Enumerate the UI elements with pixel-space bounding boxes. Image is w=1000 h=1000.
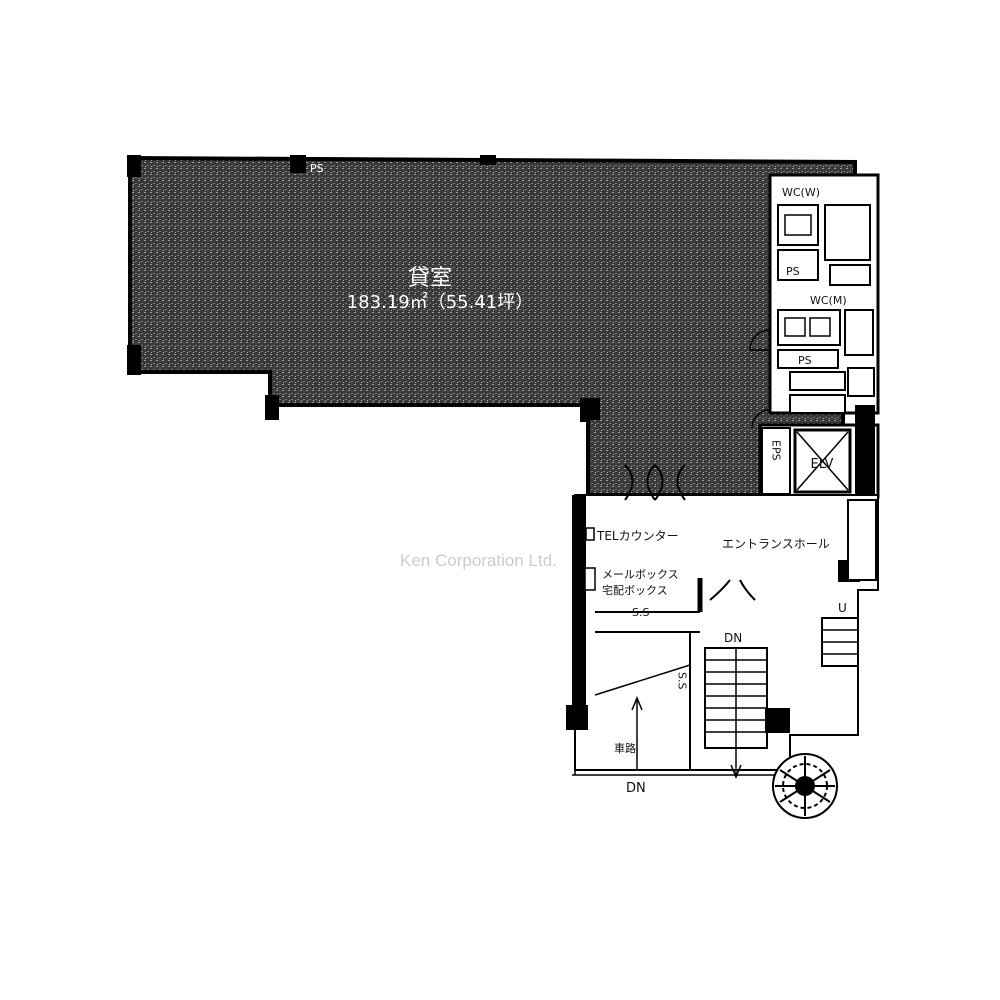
up-stair <box>821 617 859 667</box>
ps-mid-label: PS <box>798 354 812 367</box>
elv-label: ELV <box>811 457 834 472</box>
area-size: 183.19㎡（55.41坪） <box>347 291 534 313</box>
stairs-up-label: U <box>838 601 847 615</box>
mailbox-label: メールボックス <box>602 568 679 581</box>
staircase <box>704 647 790 779</box>
area-name: 貸室 <box>408 266 452 291</box>
bottom-dn-label: DN <box>626 781 646 796</box>
wc-w-label: WC(W) <box>782 186 820 199</box>
ps-right-label: PS <box>786 265 800 278</box>
leasable-area <box>127 155 857 497</box>
entrance-area <box>566 464 879 819</box>
ps-top-label: PS <box>310 162 324 175</box>
watermark: Ken Corporation Ltd. <box>400 551 557 570</box>
ss-label-1: S.S <box>632 606 649 619</box>
stairs-dn-label: DN <box>724 631 742 645</box>
eps-label: EPS <box>770 440 783 461</box>
tree-icon <box>772 753 838 819</box>
service-core <box>749 173 880 500</box>
wc-m-label: WC(M) <box>810 294 847 307</box>
ss-label-2: S.S <box>676 672 689 689</box>
delivery-box-label: 宅配ボックス <box>602 583 668 597</box>
driveway-label: 車路 <box>614 741 636 755</box>
driveway <box>572 632 800 776</box>
entrance-hall-label: エントランスホール <box>722 537 830 551</box>
tel-counter-label: TELカウンター <box>596 529 679 543</box>
